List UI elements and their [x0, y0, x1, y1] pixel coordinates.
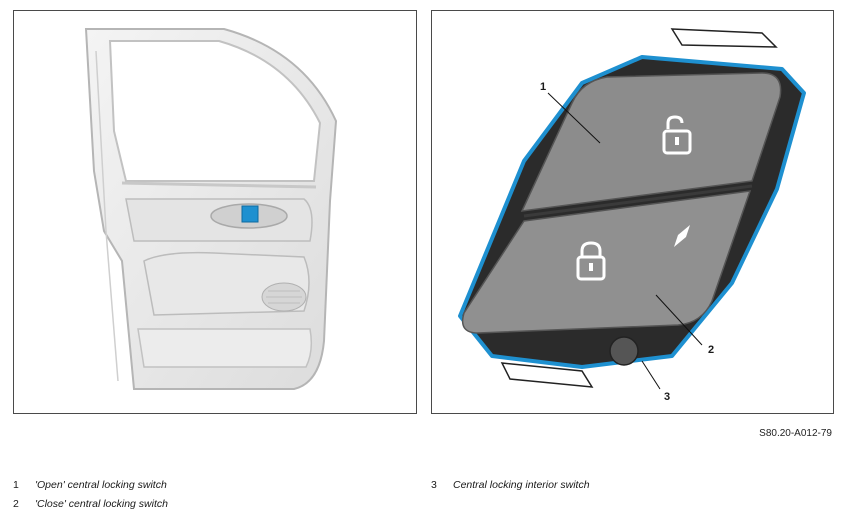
lock-icon [576, 241, 606, 281]
callout-3: 3 [664, 391, 671, 403]
legend-number: 1 [13, 479, 19, 491]
callout-2: 2 [708, 344, 715, 356]
legend-number: 3 [431, 479, 437, 491]
callout-1: 1 [540, 81, 547, 93]
legend-item-1: 1 'Open' central locking switch [13, 479, 167, 491]
indicator-led [674, 225, 690, 247]
switch-illustration [458, 28, 806, 390]
switch-detail-panel: 1 2 3 [431, 10, 834, 414]
legend-text: Central locking interior switch [453, 479, 590, 491]
legend-number: 2 [13, 498, 19, 510]
legend-text: 'Open' central locking switch [35, 479, 167, 491]
unlock-icon [662, 115, 692, 155]
switch-location-highlight [241, 205, 259, 223]
door-illustration [84, 28, 338, 390]
legend-text: 'Close' central locking switch [35, 498, 168, 510]
reference-code: S80.20-A012-79 [759, 428, 832, 439]
legend-item-2: 2 'Close' central locking switch [13, 498, 168, 510]
legend-item-3: 3 Central locking interior switch [431, 479, 590, 491]
door-overview-panel [13, 10, 417, 414]
